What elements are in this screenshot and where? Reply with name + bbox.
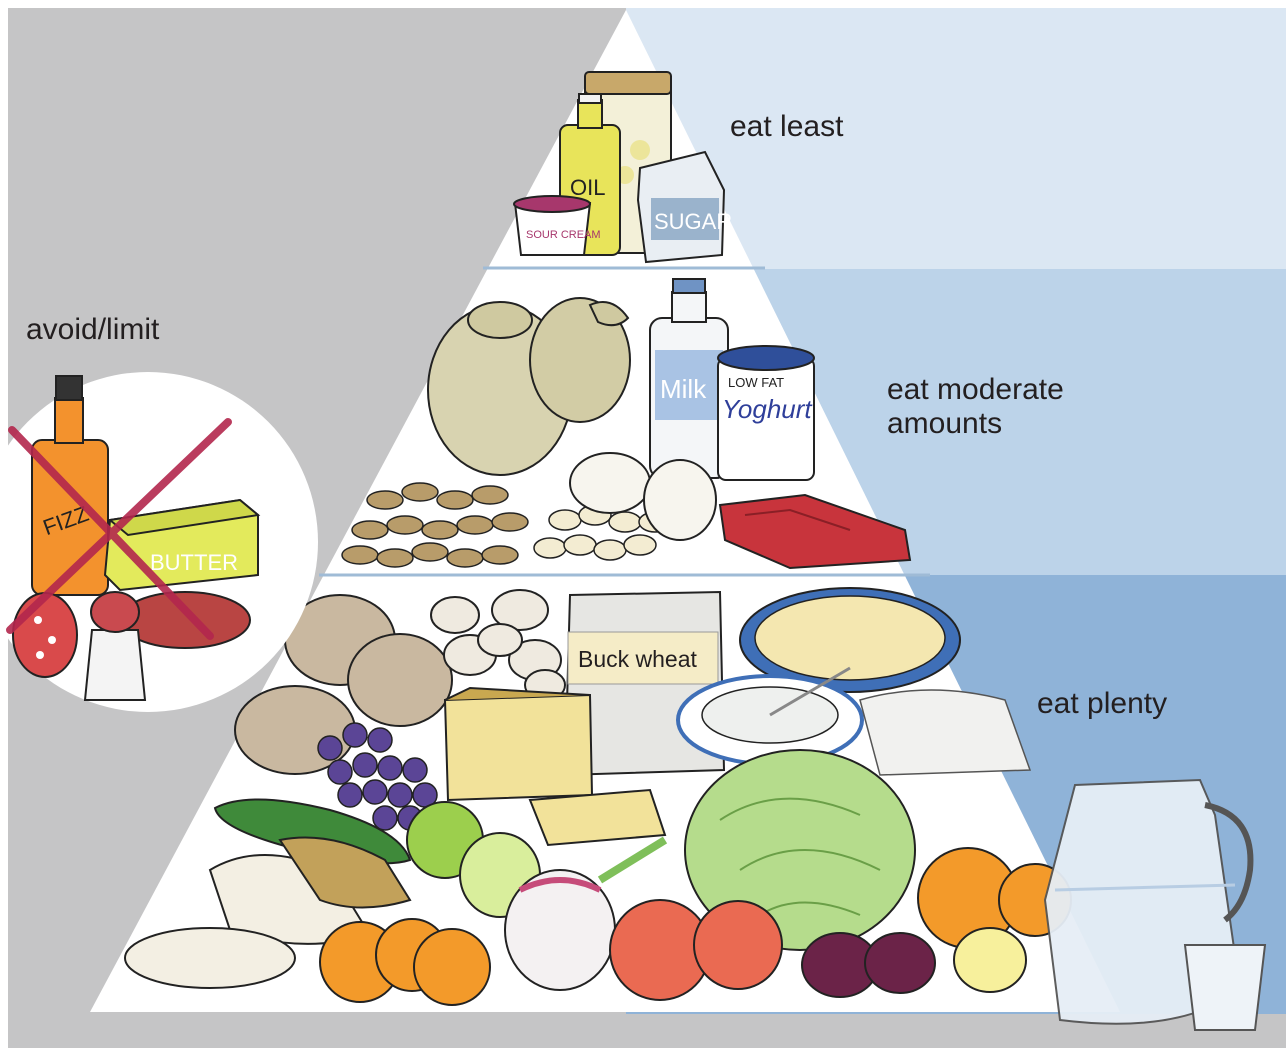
tier-label-middle: eat moderate amounts bbox=[887, 373, 1064, 441]
yoghurt-top-label: LOW FAT bbox=[728, 375, 784, 390]
sour-cream-label: SOUR CREAM bbox=[526, 229, 601, 241]
milk-label: Milk bbox=[660, 374, 707, 404]
glass-icon bbox=[1185, 945, 1265, 1030]
peach-icon bbox=[610, 900, 782, 1000]
buckwheat-label: Buck wheat bbox=[578, 646, 698, 672]
oil-label: OIL bbox=[570, 175, 605, 200]
tier-label-bottom: eat plenty bbox=[1037, 687, 1167, 721]
rice-pile-icon bbox=[860, 690, 1030, 775]
avoid-label: avoid/limit bbox=[26, 313, 159, 347]
tier-label-top: eat least bbox=[730, 110, 843, 144]
yoghurt-icon: LOW FAT Yoghurt bbox=[718, 346, 814, 480]
lemon-icon bbox=[954, 928, 1026, 992]
plum-icon bbox=[802, 933, 935, 997]
yoghurt-label: Yoghurt bbox=[722, 394, 813, 424]
almonds-icon bbox=[342, 483, 528, 567]
salt-shaker-icon bbox=[85, 592, 145, 700]
butter-label: BUTTER bbox=[150, 550, 238, 575]
sugar-label: SUGAR bbox=[654, 209, 732, 234]
